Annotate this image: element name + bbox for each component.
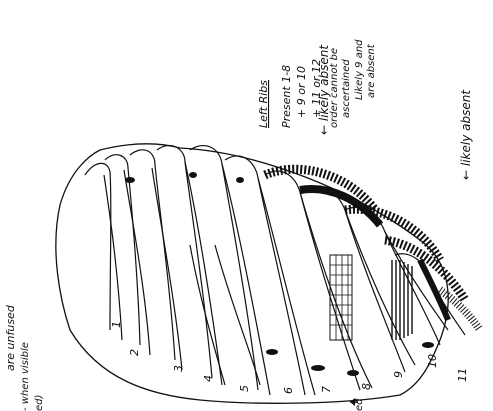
hatched-segments — [265, 169, 480, 340]
notes-title: Left Ribs — [257, 80, 270, 128]
notes-line-6: Likely 9 and — [354, 39, 365, 100]
margin-note-3: ed) — [34, 395, 45, 411]
rib-label-9: 9 — [392, 371, 405, 378]
notes-line-2: + 9 or 10 — [295, 66, 308, 118]
notes-line-1: Present 1-8 — [280, 65, 293, 128]
likely-absent-lower: ← likely absent — [459, 89, 473, 180]
rib-label-10: 10 — [426, 354, 439, 368]
notes-line-5: ascertained — [341, 59, 352, 118]
margin-note-2: - when visible — [20, 342, 31, 411]
rib-label-5: 5 — [238, 385, 251, 392]
likely-absent-upper: ← likely absent — [317, 44, 331, 135]
bottom-mark: ed — [354, 398, 365, 411]
rib-label-1: 1 — [110, 321, 123, 328]
rib-label-4: 4 — [202, 375, 215, 382]
rib-cage-outline — [56, 144, 448, 403]
rib-label-7: 7 — [320, 386, 333, 393]
notes-line-7: are absent — [366, 43, 377, 98]
margin-note-1: are unfused — [4, 304, 17, 371]
rib-label-3: 3 — [172, 365, 185, 372]
rib-label-11: 11 — [456, 368, 469, 382]
notes-block: Left Ribs — [257, 80, 270, 128]
rib-label-2: 2 — [128, 349, 141, 356]
rib-label-6: 6 — [282, 387, 295, 394]
rib-label-8: 8 — [360, 383, 373, 390]
